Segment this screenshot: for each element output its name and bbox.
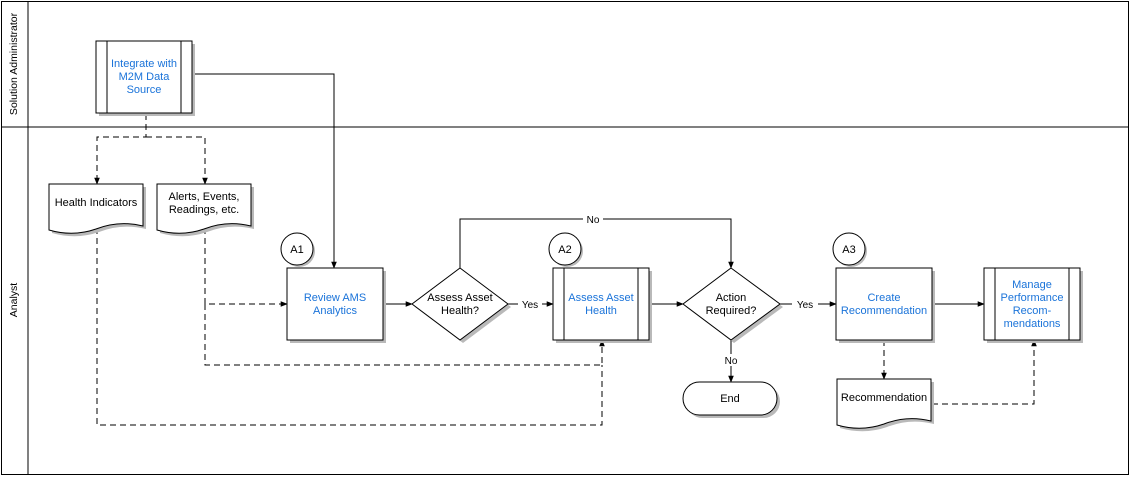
step-integrate-label-1[interactable]: Integrate with — [111, 58, 177, 70]
badge-a2-label: A2 — [558, 244, 571, 256]
step-manage-performance-recommendations[interactable]: Manage Performance Recom- mendations — [983, 267, 1083, 343]
document-recommendation: Recommendation — [836, 378, 934, 432]
lane-label-analyst: Analyst — [8, 283, 20, 318]
label-no-top: No — [587, 215, 600, 226]
terminal-end: End — [682, 381, 780, 418]
decision-action-label-1: Action — [716, 292, 747, 304]
step-assess-asset-health[interactable]: Assess Asset Health — [552, 267, 652, 343]
decision-action-required: Action Required? — [682, 267, 783, 343]
step-manage-label-1[interactable]: Manage — [1012, 279, 1052, 291]
step-manage-label-3[interactable]: Recom- — [1013, 305, 1052, 317]
badge-a3: A3 — [832, 232, 867, 267]
badge-a1-label: A1 — [290, 244, 303, 256]
step-integrate-m2m[interactable]: Integrate with M2M Data Source — [95, 40, 195, 116]
step-create-label-1[interactable]: Create — [867, 292, 900, 304]
edge-decision-no-to-action — [459, 218, 734, 269]
step-review-ams-analytics[interactable]: Review AMS Analytics — [286, 267, 386, 343]
step-review-label-2[interactable]: Analytics — [313, 305, 358, 317]
edge-health-indicators-to-assess-health — [96, 228, 603, 426]
edge-integrate-to-review — [192, 73, 337, 269]
step-assess-health-label-1[interactable]: Assess Asset — [568, 292, 633, 304]
step-manage-label-2[interactable]: Performance — [1001, 292, 1064, 304]
decision-assess-asset-health: Assess Asset Health? — [411, 267, 511, 343]
terminal-end-label: End — [720, 393, 740, 405]
lane-label-solution-administrator: Solution Administrator — [8, 12, 20, 115]
edge-integrate-to-alerts — [146, 136, 208, 185]
step-integrate-label-3[interactable]: Source — [127, 84, 162, 96]
document-recommendation-label: Recommendation — [841, 392, 927, 404]
step-manage-label-4[interactable]: mendations — [1004, 318, 1061, 330]
badge-a1: A1 — [280, 232, 315, 267]
decision-assess-label-1: Assess Asset — [427, 292, 492, 304]
decision-assess-label-2: Health? — [441, 305, 479, 317]
decision-action-label-2: Required? — [706, 305, 757, 317]
edge-integrate-to-health-indicators — [94, 114, 147, 185]
document-health-indicators-label: Health Indicators — [55, 197, 138, 209]
label-yes-assess: Yes — [522, 300, 538, 311]
step-assess-health-label-2[interactable]: Health — [585, 305, 617, 317]
document-alerts-events: Alerts, Events, Readings, etc. — [156, 183, 254, 237]
step-create-recommendation[interactable]: Create Recommendation — [835, 267, 935, 343]
badge-a2: A2 — [548, 232, 583, 267]
step-review-label-1[interactable]: Review AMS — [304, 292, 366, 304]
step-integrate-label-2[interactable]: M2M Data — [119, 71, 171, 83]
document-health-indicators: Health Indicators — [48, 183, 146, 237]
edge-alerts-to-review — [204, 228, 288, 307]
edge-alerts-to-assess-health — [204, 304, 605, 366]
badge-a3-label: A3 — [842, 244, 855, 256]
step-create-label-2[interactable]: Recommendation — [841, 305, 927, 317]
label-yes-action: Yes — [797, 300, 813, 311]
document-alerts-label-1: Alerts, Events, — [169, 191, 240, 203]
edge-recommendation-to-manage — [932, 339, 1037, 405]
document-alerts-label-2: Readings, etc. — [169, 204, 239, 216]
label-no-down: No — [725, 356, 738, 367]
